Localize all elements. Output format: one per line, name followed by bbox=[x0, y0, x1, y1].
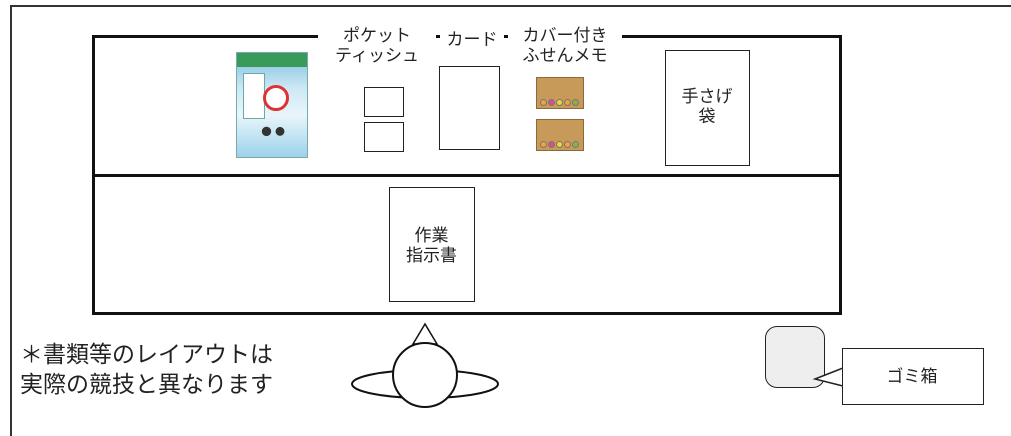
sticky-memo-label: カバー付き ふせんメモ bbox=[508, 26, 622, 66]
room-left-wall bbox=[10, 5, 12, 436]
card-label: カード bbox=[440, 30, 504, 50]
room-top-wall bbox=[10, 5, 1011, 7]
hand-bag-box: 手さげ 袋 bbox=[665, 50, 750, 166]
pocket-tissue-1 bbox=[364, 87, 404, 117]
trash-can-icon bbox=[765, 326, 825, 388]
trash-can-label: ゴミ箱 bbox=[843, 367, 981, 387]
card-box bbox=[439, 66, 500, 150]
instruction-sheet-label: 作業 指示書 bbox=[390, 226, 473, 266]
pocket-tissue-2 bbox=[364, 122, 404, 152]
layout-note: ＊書類等のレイアウトは 実際の競技と異なります bbox=[20, 342, 273, 398]
instruction-sheet-box: 作業 指示書 bbox=[389, 187, 475, 302]
flyer-image bbox=[236, 52, 308, 158]
pocket-tissue-label: ポケット ティッシュ bbox=[318, 26, 436, 66]
person-top-view-icon bbox=[351, 322, 499, 408]
sticky-note-pad-icon bbox=[536, 119, 584, 151]
hand-bag-label: 手さげ 袋 bbox=[666, 87, 748, 127]
sticky-note-pad-icon bbox=[536, 77, 584, 109]
trash-can-callout: ゴミ箱 bbox=[842, 348, 984, 405]
